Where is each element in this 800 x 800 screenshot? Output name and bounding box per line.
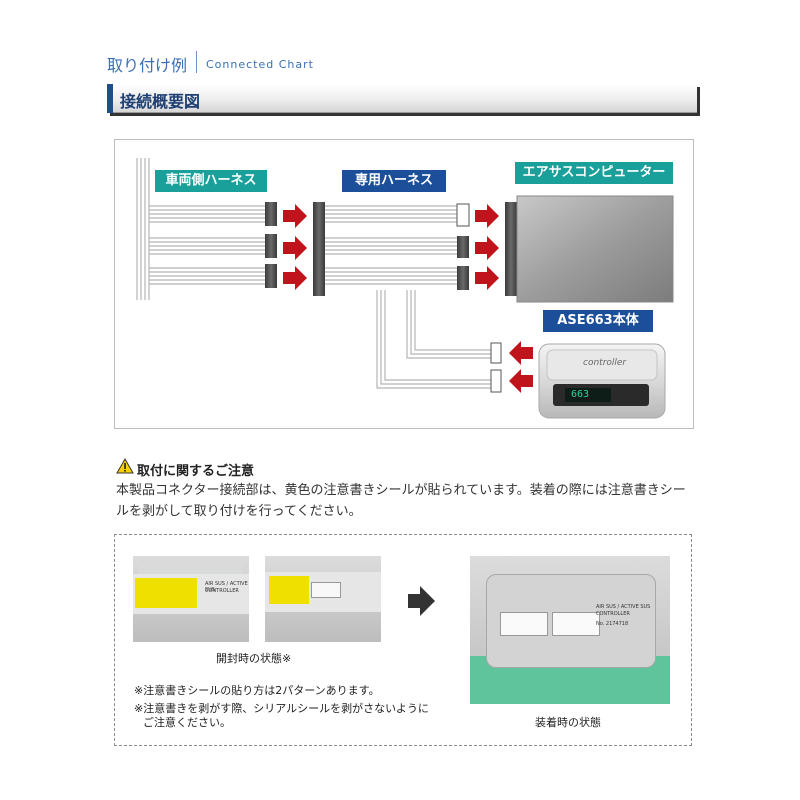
unit-display-readout: 663 [571,389,589,400]
ase663-unit-tag: ASE663本体 [543,310,653,332]
header-title-jp: 取り付け例 [107,52,187,76]
caption-opened: 開封時の状態※ [216,650,291,666]
dedicated-connector-left [313,202,325,296]
vehicle-wire-bundle [137,158,149,300]
unit-connector-2 [491,370,501,392]
header-divider [196,51,197,73]
installed-connector-1 [500,612,548,636]
note-sticker-patterns: ※注意書きシールの貼り方は2パターンあります。 [134,682,380,698]
photo-opened-pattern-2 [265,556,381,642]
connector-socket [311,582,341,598]
dedicated-harness-tag: 専用ハーネス [342,170,446,192]
air-sus-computer-tag: エアサスコンピューター [515,162,673,184]
photo-opened-pattern-1: AIR SUS / ACTIVE SUS CONTROLLER [133,556,249,642]
installed-label-brand: AIR SUS / ACTIVE SUS [596,604,650,610]
installed-connector-2 [552,612,600,636]
ecu-connector [505,202,517,296]
header-title-en: Connected Chart [206,58,314,71]
installed-label-model: CONTROLLER [596,611,630,617]
ase663-unit [539,344,665,418]
caution-sticker-2 [269,576,309,604]
caution-sticker [135,578,197,608]
arrows-unit-to-harness [509,341,533,393]
arrows-vehicle-to-dedicated [283,204,307,290]
caution-body: 本製品コネクター接続部は、黄色の注意書きシールが貼られています。装着の際には注意… [116,480,696,522]
caption-installed: 装着時の状態 [535,714,601,730]
caution-title: 取付に関するご注意 [137,460,254,479]
air-sus-computer-box [517,196,673,302]
vehicle-harness-tag: 車両側ハーネス [155,170,267,192]
vehicle-harness-wires [149,206,265,284]
arrows-dedicated-to-ecu [475,204,499,290]
product-label-model: CONTROLLER [205,588,239,594]
section-title: 接続概要図 [120,88,200,112]
vehicle-connector-3 [265,264,277,288]
photo-installed: AIR SUS / ACTIVE SUS CONTROLLER No. 2174… [470,556,670,704]
vehicle-connector-1 [265,202,277,226]
installed-label-serial: No. 2174718 [596,621,628,627]
unit-brand-logo: controller [583,358,626,368]
warning-icon [116,458,134,474]
connection-diagram: 車両側ハーネス 専用ハーネス エアサスコンピューター ASE663本体 cont… [114,139,694,429]
note-serial-seal-cont: ご注意ください。 [143,714,231,730]
arrow-right-icon [408,586,436,616]
dedicated-connector-right-3 [457,266,469,290]
dedicated-harness-wires [325,206,457,284]
section-bar-accent [107,84,113,113]
vehicle-connector-2 [265,234,277,258]
dedicated-connector-right-1 [457,204,469,226]
unit-branch-wires [377,290,491,388]
unit-connector-1 [491,343,501,363]
dedicated-connector-right-2 [457,236,469,258]
